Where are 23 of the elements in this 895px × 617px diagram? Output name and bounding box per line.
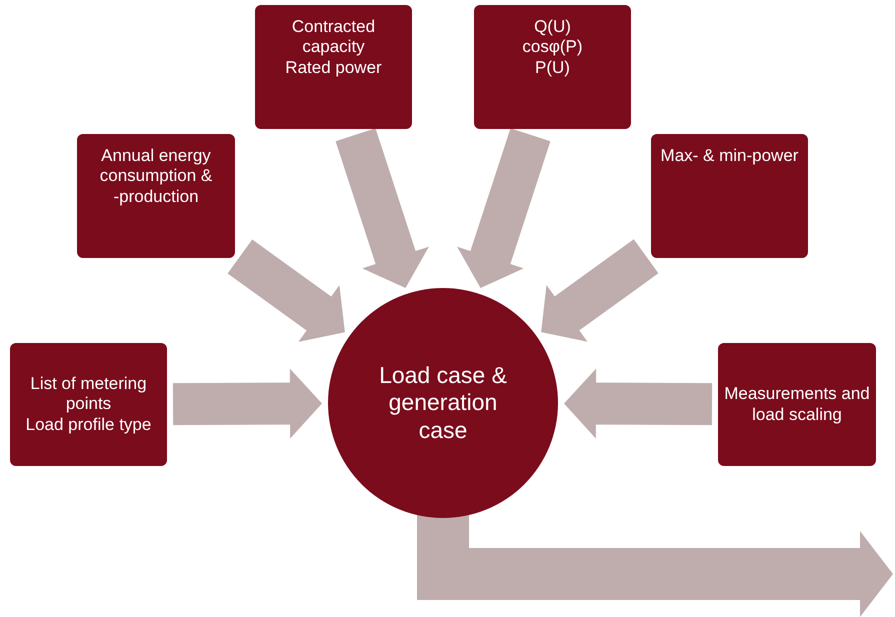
node-text: Load case & generation case: [378, 362, 508, 444]
block-arrow: [541, 239, 658, 342]
node-text: Q(U): [534, 17, 571, 38]
process-box: [474, 5, 631, 129]
node-text: P(U): [535, 58, 570, 78]
block-arrow: [172, 368, 322, 439]
process-box: [10, 343, 167, 466]
node-text: List of metering points: [29, 374, 148, 415]
node-text: cosφ(P): [522, 37, 583, 58]
node-text: Load profile type: [26, 414, 152, 436]
block-arrow: [336, 128, 429, 288]
node-text: Annual energy consumption & -production: [98, 146, 214, 208]
process-box: [77, 134, 235, 258]
block-arrow: [564, 368, 712, 439]
process-box: [718, 343, 876, 466]
process-box: [651, 134, 808, 258]
node-text: Contracted capacity: [290, 17, 376, 58]
process-box: [255, 5, 412, 129]
block-arrow: [457, 128, 550, 288]
node-text: Max- & min-power: [660, 146, 798, 166]
block-arrow: [228, 240, 345, 342]
node-text: Rated power: [285, 58, 382, 78]
node-text: Measurements and load scaling: [724, 384, 870, 425]
